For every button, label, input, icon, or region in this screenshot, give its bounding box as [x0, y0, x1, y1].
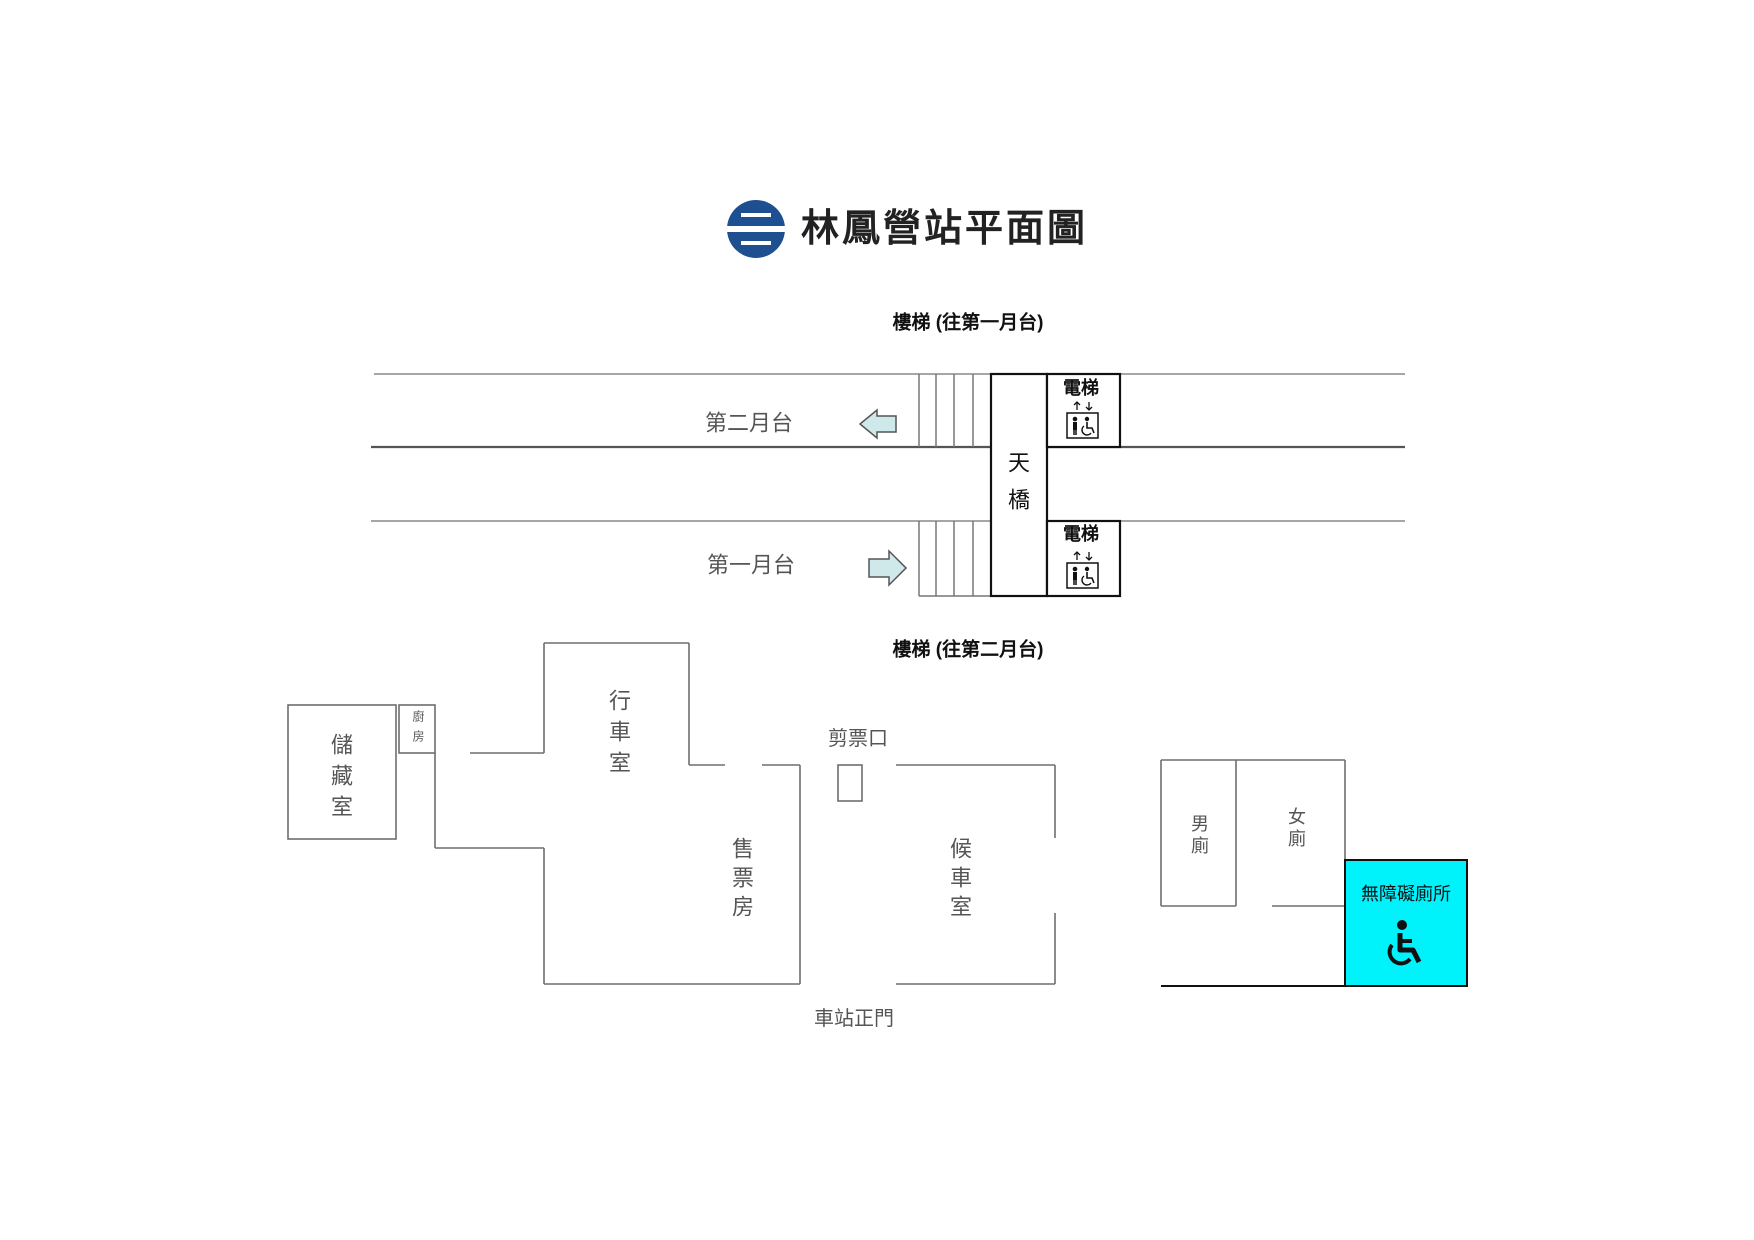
elevator-accessible-icon [1066, 551, 1099, 589]
right-arrow-icon [868, 549, 908, 587]
ticket-office-label: 售票房 [729, 837, 754, 924]
platform-2-label: 第二月台 [705, 411, 793, 436]
overpass-box [989, 372, 1049, 598]
station-building-walls [434, 642, 1056, 985]
mens-restroom-label: 男廁 [1189, 814, 1209, 858]
dispatch-office-label: 行車室 [606, 689, 631, 782]
platform-1-label: 第一月台 [707, 553, 795, 578]
wheelchair-icon [1387, 920, 1422, 966]
left-arrow-icon [858, 408, 897, 440]
ticket-gate-booth [837, 764, 863, 802]
upper-stairs [918, 374, 974, 447]
waiting-room-label: 候車室 [947, 837, 972, 924]
main-entrance-label: 車站正門 [814, 1007, 894, 1030]
small-room-label: 廚房 [411, 710, 425, 750]
elevator-lower-label: 電梯 [1063, 523, 1099, 544]
page-title: 林鳳營站平面圖 [801, 208, 1088, 250]
accessible-restroom-label: 無障礙廁所 [1361, 883, 1451, 904]
tra-logo-icon [727, 200, 785, 258]
small-room-walls [398, 704, 436, 754]
stairs-to-platform-2-label: 樓梯 (往第二月台) [893, 638, 1044, 661]
overpass-label: 天橋 [1005, 451, 1030, 525]
storage-room-walls [287, 704, 397, 840]
elevator-upper-label: 電梯 [1063, 377, 1099, 398]
stairs-to-platform-1-label: 樓梯 (往第一月台) [893, 311, 1044, 334]
ticket-gate-label: 剪票口 [828, 727, 888, 750]
restroom-walls [1160, 759, 1346, 987]
womens-restroom-label: 女廁 [1286, 807, 1306, 851]
storage-room-label: 儲藏室 [328, 733, 353, 826]
lower-stairs [918, 521, 991, 597]
elevator-accessible-icon [1066, 401, 1099, 439]
